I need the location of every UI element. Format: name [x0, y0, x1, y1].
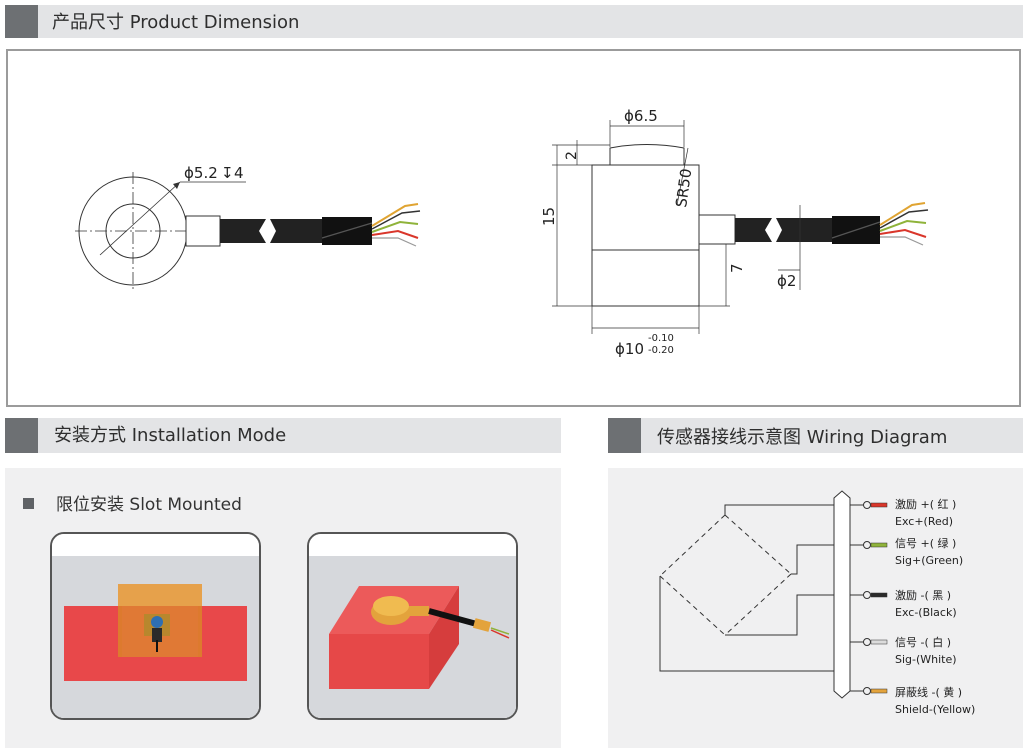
wiring-panel: 激励 +( 红 )Exc+(Red) 信号 +( 绿 )Sig+(Green) …	[608, 468, 1023, 748]
terminal-label-sig-minus: 信号 -( 白 )Sig-(White)	[895, 636, 957, 666]
dimension-drawing-svg: ϕ5.2 ↧ 4	[75, 107, 929, 358]
section-marker	[5, 5, 38, 38]
wire-color-marker	[870, 592, 888, 598]
installation-image-front	[50, 532, 261, 720]
cable-height-label: 7	[728, 263, 746, 273]
installation-image-perspective	[307, 532, 518, 720]
section-title: 产品尺寸 Product Dimension	[52, 12, 300, 33]
bullet-square	[23, 498, 34, 509]
hole-diameter-label: ϕ5.2	[184, 164, 218, 182]
wire-color-marker	[870, 542, 888, 548]
top-height-label: 2	[564, 151, 580, 160]
top-diameter-label: ϕ6.5	[624, 107, 658, 125]
tolerance-upper-label: -0.10	[648, 333, 674, 344]
section-title: 传感器接线示意图 Wiring Diagram	[657, 427, 948, 448]
section-header-installation-mode: 安装方式 Installation Mode	[5, 418, 561, 453]
cable-diameter-label: ϕ2	[777, 272, 796, 290]
slot-mounted-text: 限位安装 Slot Mounted	[56, 495, 242, 515]
wiring-diagram-svg	[659, 490, 888, 699]
wire-color-marker	[870, 502, 888, 508]
body-diameter-label: ϕ10	[615, 340, 644, 358]
hole-depth-symbol: ↧	[221, 164, 234, 182]
wire-color-marker	[870, 688, 888, 694]
dimension-drawing: ϕ5.2 ↧ 4	[6, 49, 1021, 407]
section-header-wiring-diagram: 传感器接线示意图 Wiring Diagram	[608, 418, 1023, 453]
section-header-product-dimension: 产品尺寸 Product Dimension	[5, 5, 1023, 38]
slot-mounted-label: 限位安装 Slot Mounted	[23, 490, 242, 515]
hole-depth-label: 4	[234, 164, 244, 182]
section-marker	[5, 418, 38, 453]
terminal-markers	[870, 502, 888, 694]
tolerance-lower-label: -0.20	[648, 345, 674, 356]
terminal-label-sig-plus: 信号 +( 绿 )Sig+(Green)	[895, 537, 964, 567]
section-marker	[608, 418, 641, 453]
installation-panel: 限位安装 Slot Mounted	[5, 468, 561, 748]
terminal-label-exc-minus: 激励 -( 黑 )Exc-(Black)	[895, 589, 957, 619]
side-view	[552, 120, 929, 334]
total-height-label: 15	[540, 207, 558, 226]
section-title: 安装方式 Installation Mode	[54, 425, 287, 446]
sphere-radius-label: SR50	[672, 167, 695, 208]
terminal-label-shield: 屏蔽线 -( 黄 )Shield-(Yellow)	[895, 686, 976, 716]
wire-color-marker	[870, 639, 888, 645]
front-view	[75, 172, 421, 290]
terminal-label-exc-plus: 激励 +( 红 )Exc+(Red)	[895, 498, 957, 528]
